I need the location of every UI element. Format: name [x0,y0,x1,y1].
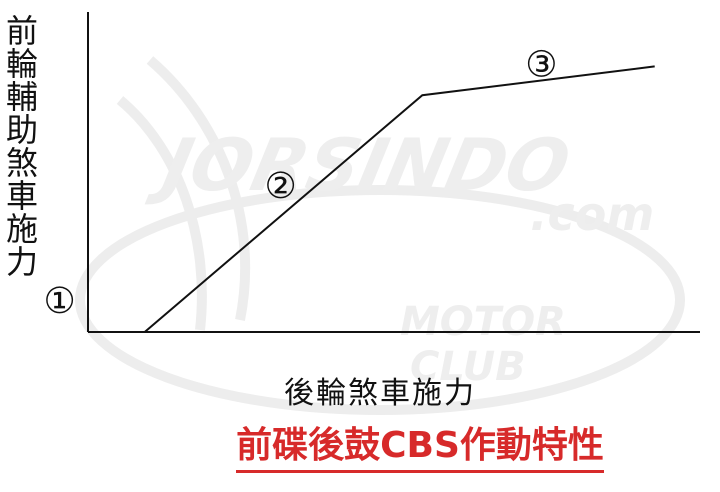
watermark-sub1: MOTOR [400,299,566,345]
chart-title: 前碟後鼓CBS作動特性 [0,424,720,473]
annotation-layer: ① ② ③ [44,44,558,322]
watermark-domain: .com [530,187,654,241]
chart-title-text: 前碟後鼓CBS作動特性 [236,424,604,473]
series-layer [88,65,655,333]
watermark-brand: JORSINDO [143,124,577,208]
cbs-series-line [88,65,655,333]
watermark-sub2: CLUB [410,344,526,390]
x-axis-label: 後輪煞車施力 [284,376,476,411]
annotation-2: ② [265,166,297,207]
y-axis-label: 前輪輔助煞車施力 [1,14,39,278]
annotation-3: ③ [525,44,557,85]
annotation-1: ① [44,281,76,322]
